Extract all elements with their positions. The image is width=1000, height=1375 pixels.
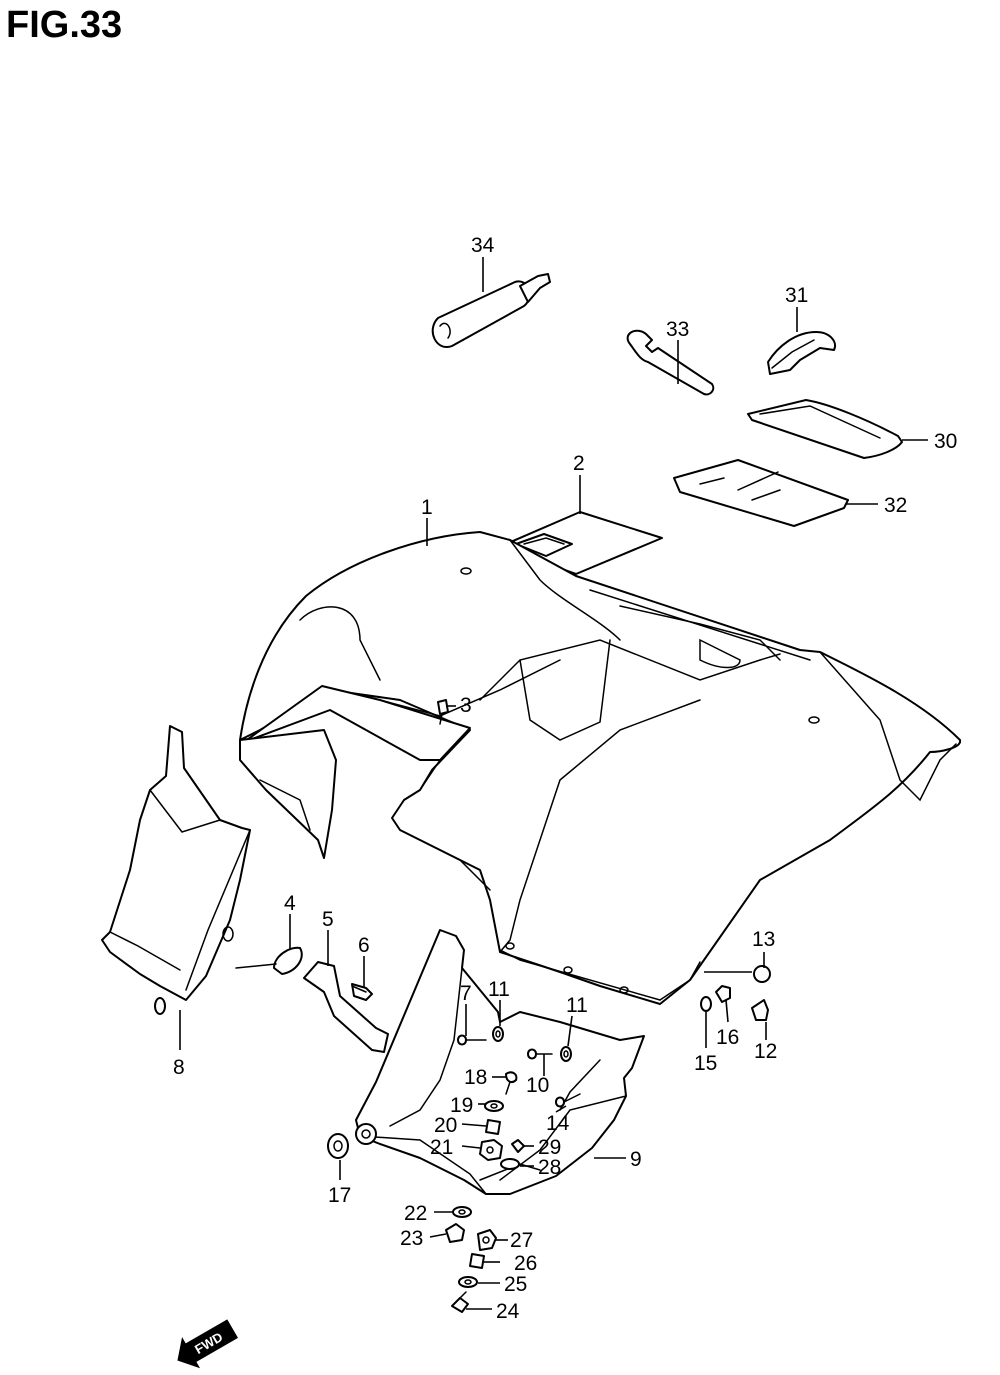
callout-29: 29 bbox=[538, 1136, 561, 1159]
callout-14: 14 bbox=[546, 1112, 570, 1135]
callout-31: 31 bbox=[785, 284, 808, 307]
part-6-bolt bbox=[351, 983, 373, 1001]
callout-10: 10 bbox=[526, 1074, 549, 1097]
fwd-arrow-icon: FWD bbox=[177, 1319, 239, 1369]
part-23-nut bbox=[445, 1223, 465, 1243]
callout-12: 12 bbox=[754, 1040, 777, 1063]
callout-24: 24 bbox=[496, 1300, 520, 1323]
callout-21: 21 bbox=[430, 1136, 453, 1159]
callout-20: 20 bbox=[434, 1114, 457, 1137]
part-19-washer bbox=[484, 1100, 504, 1112]
callout-25: 25 bbox=[504, 1273, 527, 1296]
part-20-collar bbox=[485, 1119, 501, 1135]
callout-32: 32 bbox=[884, 494, 907, 517]
part-25-washer bbox=[458, 1276, 478, 1288]
leader-lines bbox=[179, 257, 928, 1310]
part-11-washer-a bbox=[492, 1026, 504, 1042]
part-14-screw bbox=[555, 1093, 581, 1108]
part-30-case bbox=[747, 399, 903, 459]
callout-11b: 11 bbox=[566, 994, 588, 1017]
part-17-grommet bbox=[327, 1133, 349, 1159]
part-5-bracket bbox=[303, 961, 389, 1053]
callout-15: 15 bbox=[694, 1052, 717, 1075]
part-13-grommet bbox=[753, 965, 771, 983]
part-28-washer bbox=[500, 1158, 520, 1170]
part-11-washer-b bbox=[560, 1046, 572, 1062]
callout-2: 2 bbox=[573, 452, 585, 475]
part-15-washer bbox=[700, 996, 712, 1012]
part-26-collar bbox=[469, 1253, 485, 1269]
callout-17: 17 bbox=[328, 1184, 351, 1207]
callout-1: 1 bbox=[421, 496, 433, 519]
callout-30: 30 bbox=[934, 430, 957, 453]
callout-23: 23 bbox=[400, 1227, 423, 1250]
part-33-spanner bbox=[626, 329, 715, 396]
callout-26: 26 bbox=[514, 1252, 537, 1275]
part-9-mud-guard bbox=[355, 929, 645, 1195]
part-12-clip bbox=[751, 999, 769, 1021]
callout-9: 9 bbox=[630, 1148, 642, 1171]
part-31-holder bbox=[767, 331, 836, 375]
part-4-clip bbox=[235, 946, 303, 975]
callout-7: 7 bbox=[460, 982, 472, 1005]
part-32-sheet bbox=[673, 459, 849, 527]
part-21-nut bbox=[479, 1139, 503, 1161]
part-7-screw bbox=[457, 1034, 487, 1046]
callout-11a: 11 bbox=[488, 978, 510, 1001]
part-27-nut bbox=[477, 1229, 497, 1251]
callout-6: 6 bbox=[358, 934, 370, 957]
part-24-bolt bbox=[451, 1291, 469, 1313]
callout-13: 13 bbox=[752, 928, 775, 951]
callout-19: 19 bbox=[450, 1094, 473, 1117]
callout-34: 34 bbox=[471, 234, 495, 257]
callout-27: 27 bbox=[510, 1229, 533, 1252]
part-22-washer bbox=[452, 1206, 472, 1218]
part-18-screw bbox=[505, 1071, 518, 1095]
callout-4: 4 bbox=[284, 892, 296, 915]
callout-28: 28 bbox=[538, 1156, 561, 1179]
part-16-nut bbox=[715, 985, 731, 1003]
callout-3: 3 bbox=[460, 694, 472, 717]
part-34-tool-bag bbox=[431, 273, 551, 348]
part-1-rear-fender bbox=[239, 531, 961, 1005]
figure-title: FIG.33 bbox=[6, 4, 123, 46]
part-3-bolt bbox=[437, 699, 449, 725]
callout-5: 5 bbox=[322, 908, 334, 931]
part-8-mud-flap-left bbox=[101, 725, 251, 1015]
callout-22: 22 bbox=[404, 1202, 427, 1225]
callout-33: 33 bbox=[666, 318, 689, 341]
callout-16: 16 bbox=[716, 1026, 739, 1049]
callout-8: 8 bbox=[173, 1056, 185, 1079]
callout-18: 18 bbox=[464, 1066, 487, 1089]
callout-labels: 1 2 3 4 5 6 7 8 9 10 11 11 12 13 14 15 1… bbox=[173, 234, 957, 1323]
